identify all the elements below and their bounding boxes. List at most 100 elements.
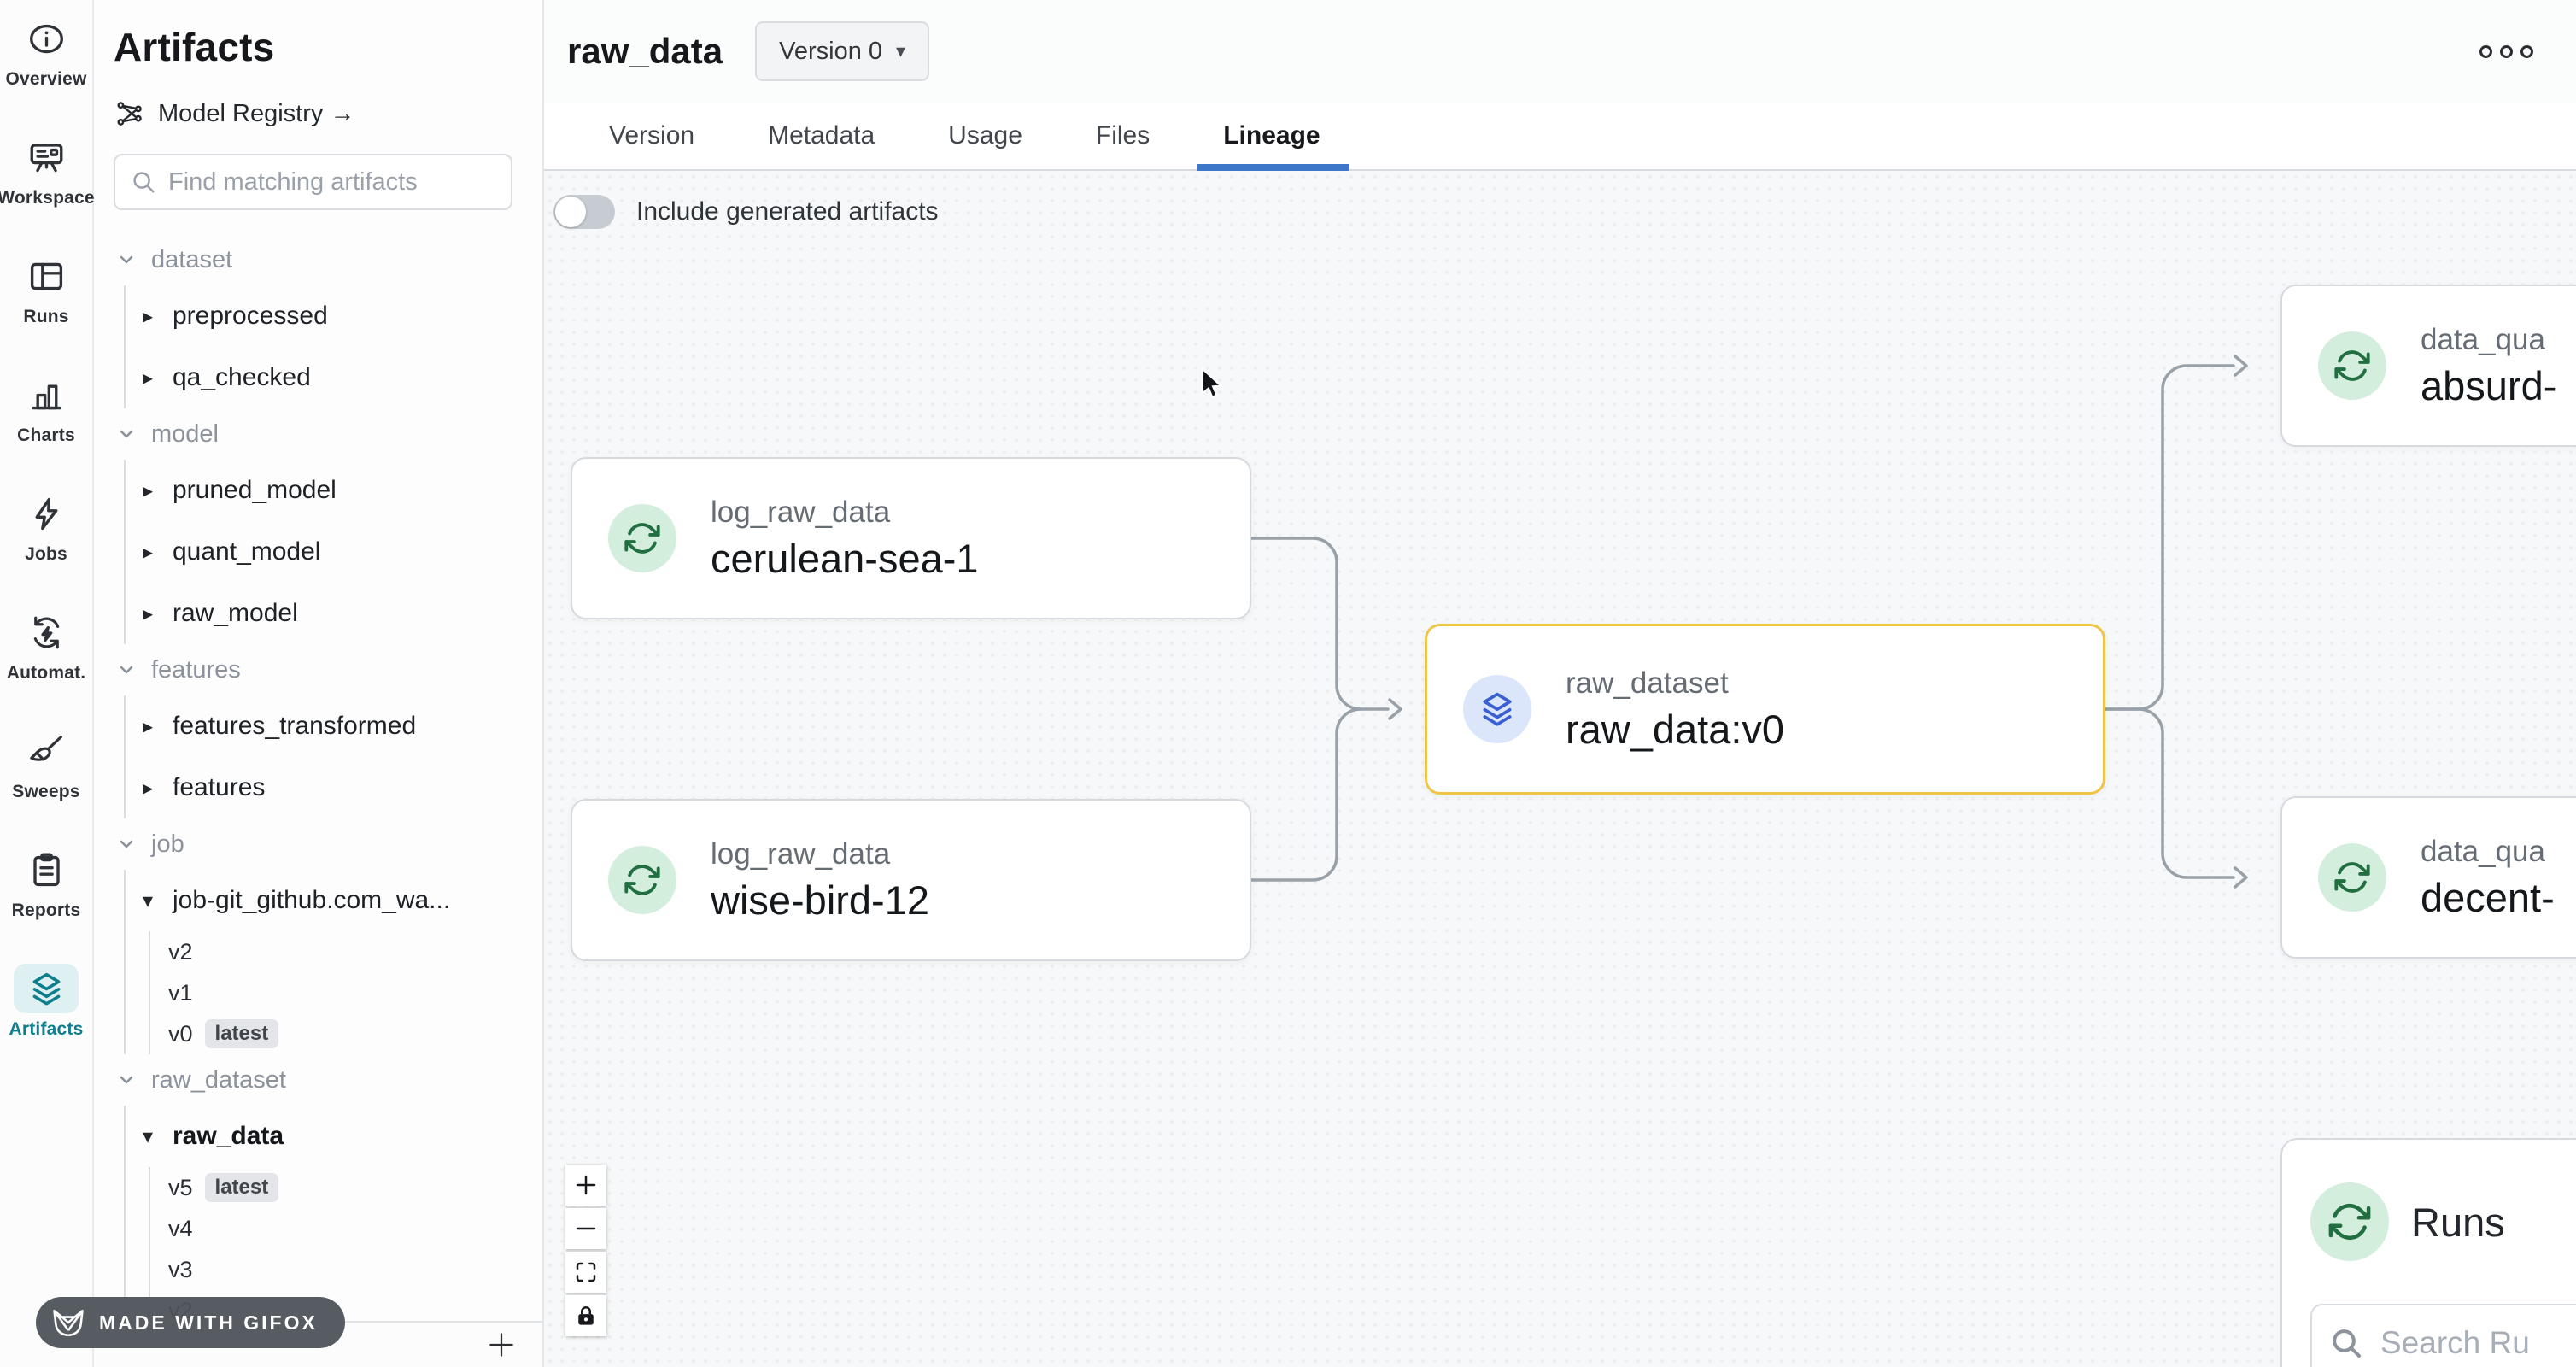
tree-entry-features_transformed[interactable]: ▸features_transformed <box>126 695 542 757</box>
lineage-node-decent[interactable]: data_qua decent- <box>2280 796 2576 959</box>
overflow-menu-button[interactable] <box>2471 37 2542 67</box>
tree-version-v0[interactable]: v0latest <box>150 1013 542 1054</box>
artifact-search[interactable] <box>114 154 512 210</box>
tree-entry-pruned_model[interactable]: ▸ pruned_model <box>126 460 542 521</box>
sidebar-item-label: Automat. <box>7 663 86 684</box>
tree-entry-raw_model[interactable]: ▸raw_model <box>126 583 542 644</box>
tree-entry-job-git_github-com_wa-[interactable]: ▾job-git_github.com_wa... <box>126 870 542 931</box>
lineage-node-absurd[interactable]: data_qua absurd- <box>2280 285 2576 447</box>
fit-view-icon <box>573 1259 599 1285</box>
runs-table-icon <box>14 251 79 301</box>
plus-button[interactable] <box>565 1165 606 1206</box>
sidebar-item-automat[interactable]: Automat. <box>1 607 91 684</box>
tree-group-children: ▸preprocessed▸qa_checked <box>124 285 542 408</box>
tree-group-raw_dataset[interactable]: raw_dataset <box>94 1054 542 1106</box>
mouse-cursor <box>1199 367 1228 402</box>
tree-group-features[interactable]: features <box>94 644 542 695</box>
tab-version[interactable]: Version <box>609 103 694 169</box>
lineage-node-raw-data-v0[interactable]: raw_dataset raw_data:v0 <box>1425 624 2105 795</box>
tree-entry-raw_data[interactable]: ▾raw_data <box>126 1106 542 1167</box>
tree-entry-qa_checked[interactable]: ▸qa_checked <box>126 347 542 408</box>
tree-version-v3[interactable]: v3 <box>150 1249 542 1290</box>
main-area: raw_data Version 0 ▾ Version Metadata Usag… <box>544 0 2576 1367</box>
edge-wisebird-to-dataset <box>1251 709 1361 880</box>
runs-search-input[interactable] <box>2380 1325 2576 1361</box>
version-label: v3 <box>168 1257 193 1283</box>
tree-entry-quant_model[interactable]: ▸quant_model <box>126 521 542 583</box>
minus-button[interactable] <box>565 1208 606 1249</box>
sidebar-item-workspace[interactable]: Workspace <box>1 132 91 208</box>
tree-group-children: ▸ pruned_model ▸quant_model▸raw_model <box>124 460 542 644</box>
zoom-controls <box>565 1165 606 1336</box>
node-name: absurd- <box>2421 362 2556 409</box>
triangle-right-icon: ▸ <box>138 601 157 626</box>
model-registry-link[interactable]: Model Registry → <box>115 99 542 128</box>
tree-version-v5[interactable]: v5latest <box>150 1167 542 1208</box>
tree-group-job[interactable]: job <box>94 818 542 870</box>
tab-bar: Version Metadata Usage Files Lineage <box>544 103 2576 171</box>
sidebar-item-overview[interactable]: Overview <box>1 14 91 90</box>
fit-view-button[interactable] <box>565 1252 606 1293</box>
lineage-runs-group-node[interactable]: Runs <box>2280 1138 2576 1367</box>
chevron-down-icon <box>116 660 137 680</box>
sidebar-item-jobs[interactable]: Jobs <box>1 489 91 565</box>
tree-entry-features[interactable]: ▸features <box>126 757 542 818</box>
tree-entry-label: features <box>173 773 265 802</box>
toggle-row: Include generated artifacts <box>553 195 939 229</box>
search-icon <box>2329 1326 2363 1360</box>
tree-version-v4[interactable]: v4 <box>150 1208 542 1249</box>
tree-version-v2[interactable]: v2 <box>150 931 542 972</box>
lineage-canvas[interactable]: Include generated artifacts <box>544 171 2576 1367</box>
search-input[interactable] <box>168 168 495 197</box>
sidebar-item-label: Workspace <box>0 188 95 208</box>
runs-search[interactable] <box>2310 1304 2576 1367</box>
tab-metadata[interactable]: Metadata <box>768 103 875 169</box>
sidebar-item-label: Artifacts <box>9 1019 84 1040</box>
tab-files[interactable]: Files <box>1096 103 1150 169</box>
version-label: v1 <box>168 980 193 1006</box>
sidebar-item-sweeps[interactable]: Sweeps <box>1 726 91 802</box>
plus-icon <box>573 1172 599 1198</box>
sidebar-item-runs[interactable]: Runs <box>1 251 91 327</box>
sidebar-item-artifacts[interactable]: Artifacts <box>1 964 91 1040</box>
node-type-label: log_raw_data <box>711 496 979 530</box>
triangle-right-icon: ▸ <box>138 540 157 565</box>
version-label: v0 <box>168 1021 193 1047</box>
node-text: raw_dataset raw_data:v0 <box>1566 666 1784 753</box>
main-header: raw_data Version 0 ▾ <box>544 0 2576 103</box>
arrowhead-icon <box>2235 356 2246 375</box>
lineage-node-cerulean[interactable]: log_raw_data cerulean-sea-1 <box>571 457 1251 619</box>
arrowhead-icon <box>1390 700 1401 719</box>
node-text: log_raw_data wise-bird-12 <box>711 837 929 924</box>
triangle-right-icon: ▸ <box>138 478 157 503</box>
chevron-down-icon <box>116 834 137 854</box>
tab-lineage[interactable]: Lineage <box>1223 103 1320 169</box>
tree-group-model[interactable]: model <box>94 408 542 460</box>
node-text: data_qua decent- <box>2421 835 2555 921</box>
clipboard-icon <box>14 845 79 895</box>
include-generated-artifacts-toggle[interactable] <box>553 195 615 229</box>
artifacts-panel: Artifacts Model Registry → dataset▸prepr… <box>94 0 544 1367</box>
tree-entry-label: pruned_model <box>173 476 337 505</box>
panel-title: Artifacts <box>114 24 542 70</box>
tab-usage[interactable]: Usage <box>948 103 1022 169</box>
tree-entry-preprocessed[interactable]: ▸preprocessed <box>126 285 542 347</box>
node-name: decent- <box>2421 874 2555 921</box>
lock-button[interactable] <box>565 1295 606 1336</box>
tree-group-children: ▾job-git_github.com_wa...v2 v1 v0latest <box>124 870 542 1054</box>
lineage-node-wise-bird[interactable]: log_raw_data wise-bird-12 <box>571 799 1251 961</box>
run-icon <box>608 846 676 914</box>
sidebar-item-reports[interactable]: Reports <box>1 845 91 921</box>
workspace-icon <box>14 132 79 182</box>
layers-icon <box>14 964 79 1013</box>
tree-group-dataset[interactable]: dataset <box>94 234 542 285</box>
meatball-dot-icon <box>2479 45 2492 58</box>
version-selector-button[interactable]: Version 0 ▾ <box>755 21 929 81</box>
run-icon <box>2310 1182 2389 1261</box>
tree-version-v1[interactable]: v1 <box>150 972 542 1013</box>
sidebar-item-label: Sweeps <box>12 782 79 802</box>
add-artifact-button[interactable] <box>483 1326 520 1364</box>
sidebar-item-charts[interactable]: Charts <box>1 370 91 446</box>
node-type-label: data_qua <box>2421 835 2555 869</box>
version-label: v4 <box>168 1216 193 1242</box>
